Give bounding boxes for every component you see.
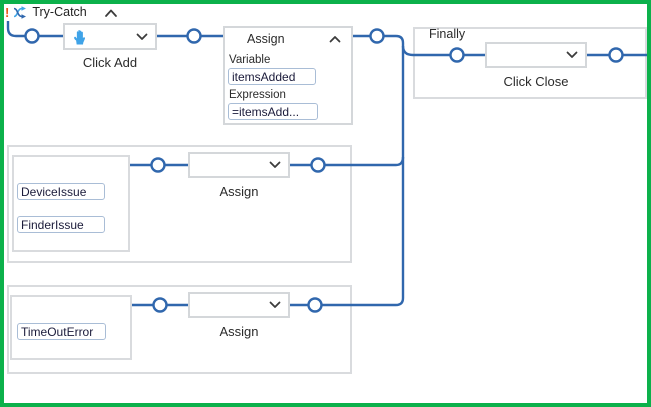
- variable-input[interactable]: [228, 68, 316, 85]
- connection-port[interactable]: [307, 297, 323, 313]
- chevron-down-icon[interactable]: [269, 161, 281, 169]
- connection-port[interactable]: [449, 47, 465, 63]
- alert-icon: !: [5, 4, 10, 20]
- try-catch-header: ! Try-Catch: [5, 5, 87, 19]
- activity-node-catch1-assign[interactable]: [188, 152, 290, 178]
- activity-label-click-close: Click Close: [503, 74, 569, 89]
- catch2-exception-box: [10, 295, 132, 360]
- activity-node-click-add[interactable]: [63, 23, 157, 50]
- finally-label: Finally: [429, 27, 466, 41]
- exception-input[interactable]: [17, 323, 106, 340]
- catch1-exception-box: [12, 155, 130, 252]
- main-flow-line: [6, 21, 405, 307]
- collapse-chevron-up-icon[interactable]: [104, 8, 118, 18]
- catch1-merge-line: [130, 156, 405, 167]
- catch-section-1: [7, 145, 352, 263]
- activity-label-click-add: Click Add: [82, 55, 138, 70]
- variable-label: Variable: [229, 54, 271, 66]
- connection-port[interactable]: [152, 297, 168, 313]
- collapse-chevron-up-icon[interactable]: [329, 35, 341, 43]
- exception-input[interactable]: [17, 216, 105, 233]
- expression-input[interactable]: [228, 103, 318, 120]
- connection-port[interactable]: [150, 157, 166, 173]
- activity-label-catch1-assign: Assign: [219, 184, 259, 199]
- chevron-down-icon[interactable]: [136, 33, 148, 41]
- page-title: Try-Catch: [32, 5, 87, 19]
- connection-port[interactable]: [310, 157, 326, 173]
- activity-label-catch2-assign: Assign: [219, 324, 259, 339]
- connection-port[interactable]: [186, 28, 202, 44]
- activity-node-catch2-assign[interactable]: [188, 292, 290, 318]
- expression-label: Expression: [229, 89, 286, 101]
- finally-section: [413, 27, 647, 99]
- chevron-down-icon[interactable]: [269, 301, 281, 309]
- catch-section-2: [7, 285, 352, 374]
- connection-port[interactable]: [24, 28, 40, 44]
- activity-node-click-close[interactable]: [485, 42, 587, 68]
- assign-title: Assign: [247, 32, 285, 46]
- connection-port[interactable]: [608, 47, 624, 63]
- click-hand-icon: [74, 29, 86, 45]
- activity-assign-expanded[interactable]: Assign Variable Expression: [223, 26, 353, 125]
- connection-port[interactable]: [369, 28, 385, 44]
- exception-input[interactable]: [17, 183, 105, 200]
- chevron-down-icon[interactable]: [566, 51, 578, 59]
- finally-branch-line: [401, 45, 486, 57]
- try-catch-arrows-icon: [14, 5, 27, 19]
